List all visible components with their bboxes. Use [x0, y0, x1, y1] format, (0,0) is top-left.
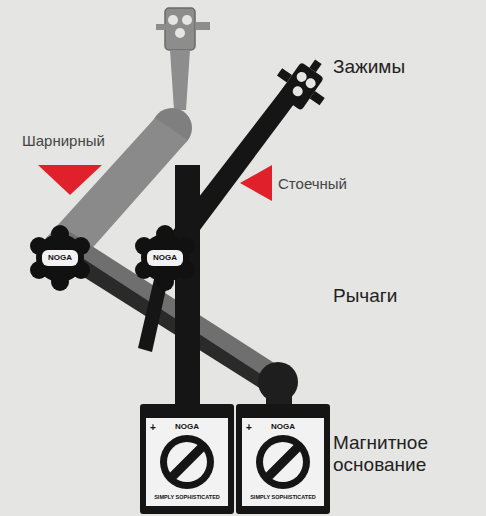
articulated-stand: [46, 8, 298, 408]
part-heading: Зажимы: [333, 56, 405, 78]
polarity-mark: +: [246, 423, 252, 433]
logo-text: NOGA: [175, 423, 199, 431]
stand-type-label: Шарнирный: [22, 132, 105, 149]
polarity-mark: +: [150, 423, 156, 433]
pointer-triangle: [240, 165, 272, 201]
magnetic-base: [140, 404, 330, 514]
pointer-triangle: [38, 165, 102, 195]
logo-text: NOGA: [48, 254, 72, 262]
stand-type-label: Стоечный: [278, 175, 347, 192]
part-heading: Магнитное основание: [333, 432, 473, 476]
standard-stand: [138, 47, 340, 410]
logo-text: NOGA: [153, 254, 177, 262]
locking-knob: [30, 225, 195, 291]
logo-text: NOGA: [271, 423, 295, 431]
slogan-text: SIMPLY SOPHISTICATED: [250, 495, 316, 501]
slogan-text: SIMPLY SOPHISTICATED: [154, 495, 220, 501]
part-heading: Рычаги: [333, 285, 397, 307]
